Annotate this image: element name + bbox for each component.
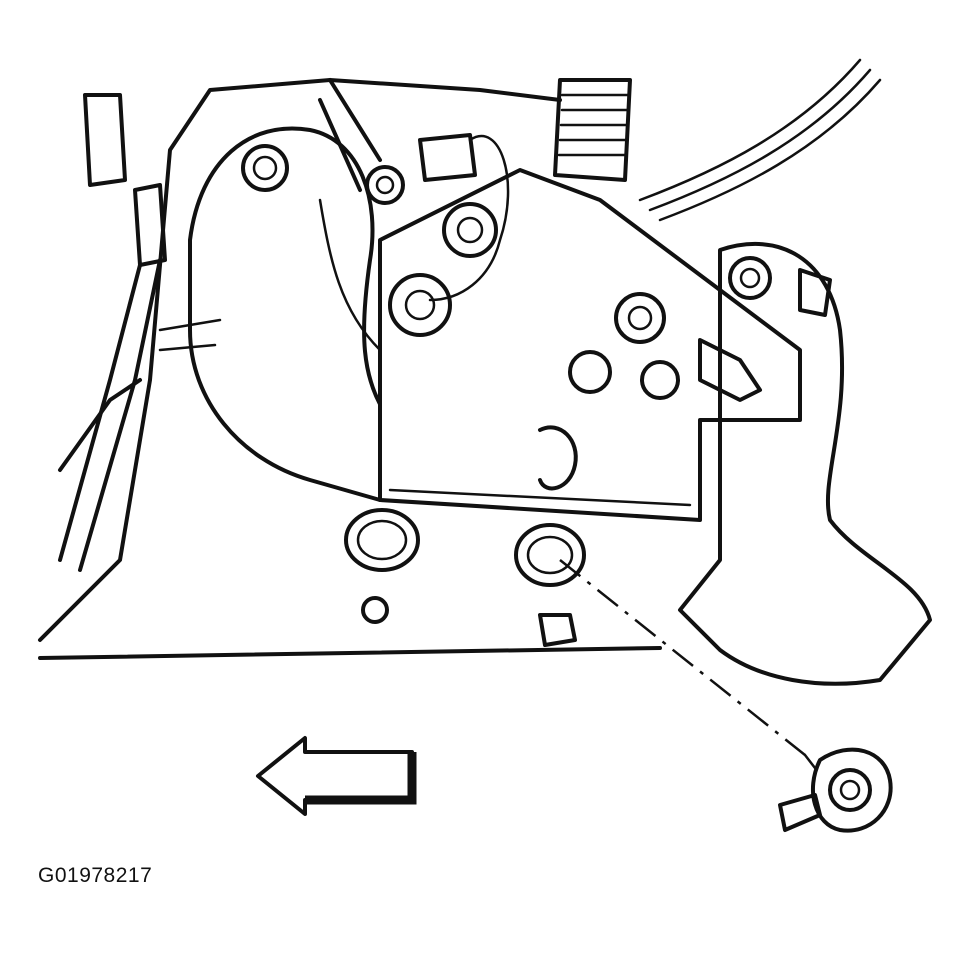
heat-shield (378, 168, 802, 522)
oxygen-sensor (778, 747, 893, 833)
wiring-harness (418, 58, 882, 302)
exhaust-manifold-left (188, 126, 405, 502)
lower-rings (344, 508, 586, 647)
engine-block-background (38, 78, 662, 660)
exhaust-manifold-right (568, 241, 932, 686)
callout-line (559, 559, 806, 756)
figure-code: G01978217 (38, 864, 153, 887)
corrugated-hose (553, 78, 632, 182)
mounting-rod (58, 183, 167, 572)
left-arrow-icon (256, 736, 417, 816)
